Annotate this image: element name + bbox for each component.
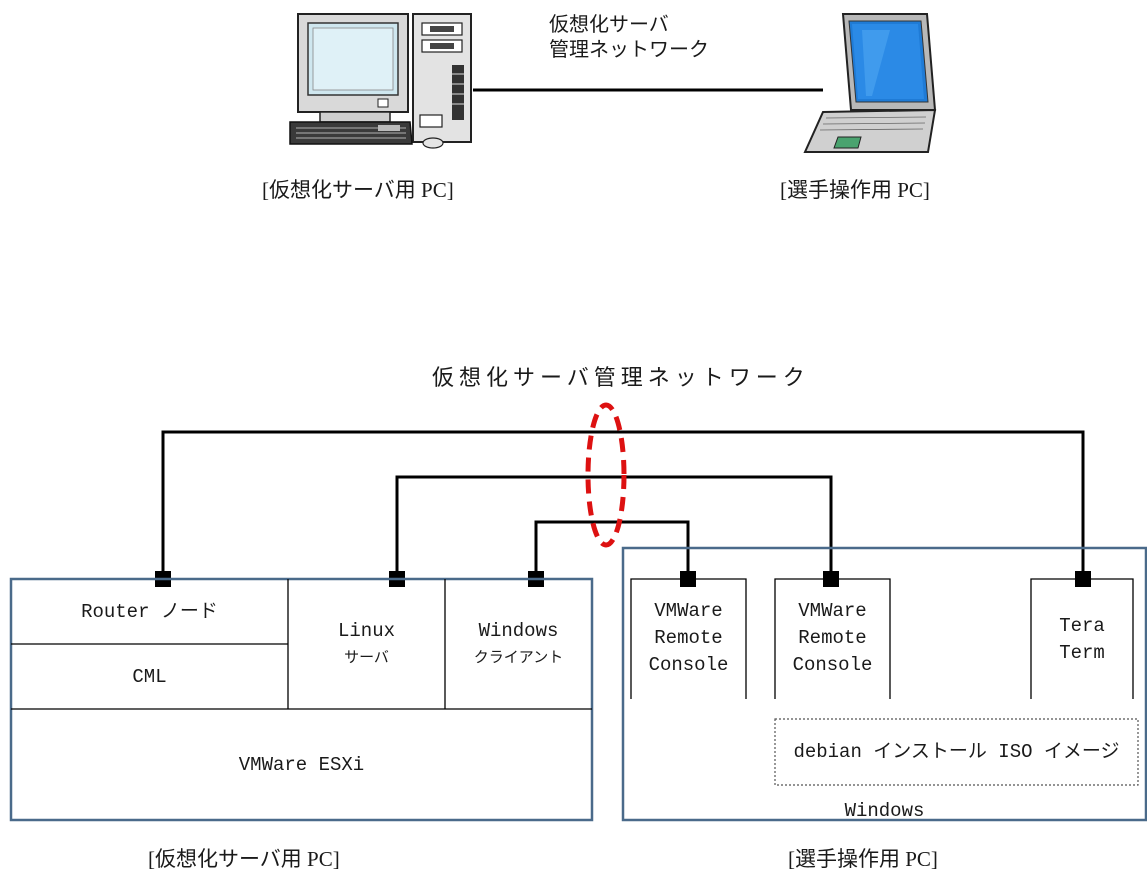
bottom-server-pc-caption: [仮想化サーバ用 PC]: [148, 847, 340, 871]
windows-client-label: Windows クライアント: [445, 580, 592, 709]
top-network-label: 仮想化サーバ 管理ネットワーク: [549, 13, 709, 63]
linux-server-label: Linux サーバ: [288, 580, 445, 709]
top-player-pc-caption: [選手操作用 PC]: [780, 178, 930, 202]
windows-os-label: Windows: [844, 799, 925, 822]
vmware-esxi-label: VMWare ESXi: [238, 753, 365, 776]
top-network-label-line1: 仮想化サーバ: [549, 14, 669, 36]
vmrc-1-line3: Console: [648, 653, 729, 676]
network-lines: [161, 430, 1085, 578]
linux-server-label-line1: Linux: [337, 619, 395, 642]
vmrc-2-line2: Remote: [798, 626, 867, 649]
vmrc-1-line2: Remote: [654, 626, 723, 649]
vmrc-2-label: VMWare Remote Console: [775, 586, 890, 690]
windows-client-label-line1: Windows: [478, 619, 559, 642]
teraterm-line1: Tera: [1059, 615, 1105, 637]
desktop-pc-icon: [289, 13, 472, 149]
bottom-player-pc-caption: [選手操作用 PC]: [788, 847, 938, 871]
router-node-label: Router ノード: [81, 600, 218, 623]
network-highlight-ellipse: [585, 402, 627, 548]
bottom-network-label: 仮想化サーバ管理ネットワーク: [432, 365, 810, 390]
linux-server-label-line2: サーバ: [344, 649, 389, 667]
player-pc-block: [621, 546, 1147, 822]
windows-client-label-line2: クライアント: [473, 649, 564, 667]
vmrc-1-line1: VMWare: [654, 599, 723, 622]
top-server-pc-caption: [仮想化サーバ用 PC]: [262, 178, 454, 202]
vmrc-2-line1: VMWare: [798, 599, 867, 622]
cml-label: CML: [132, 665, 167, 688]
top-network-label-line2: 管理ネットワーク: [549, 39, 709, 61]
server-pc-block: [9, 577, 594, 822]
teraterm-label: Tera Term: [1031, 600, 1133, 680]
vmrc-2-line3: Console: [792, 653, 873, 676]
debian-iso-image-label: debian インストール ISO イメージ: [793, 740, 1120, 763]
teraterm-line2: Term: [1059, 642, 1105, 664]
vmrc-1-label: VMWare Remote Console: [631, 586, 746, 690]
laptop-pc-icon: [803, 13, 937, 153]
